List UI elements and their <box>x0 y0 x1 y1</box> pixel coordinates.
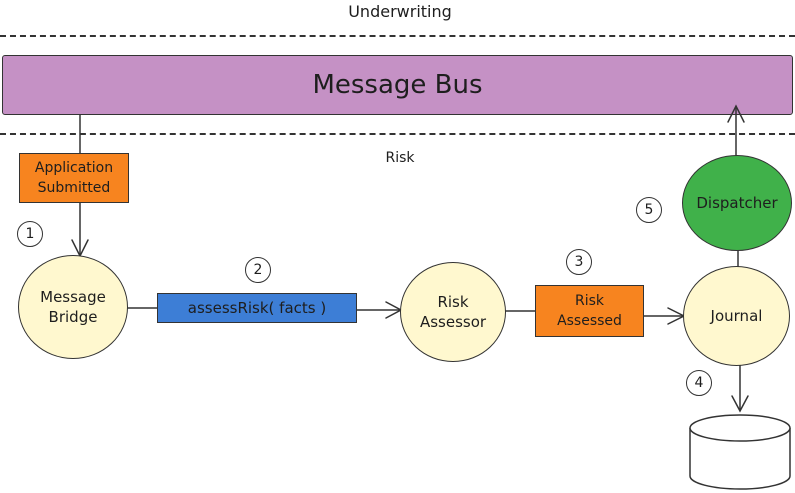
step-5-badge: 5 <box>636 197 662 223</box>
risk-zone-label: Risk <box>385 150 415 166</box>
step-1-badge: 1 <box>17 221 43 247</box>
step-2-badge: 2 <box>245 257 271 283</box>
lower-zone-boundary <box>0 133 795 135</box>
risk-assessor-node: Risk Assessor <box>400 262 506 362</box>
risk-assessed-event: Risk Assessed <box>535 285 644 337</box>
dispatcher-node: Dispatcher <box>682 155 792 251</box>
step-4-badge: 4 <box>686 370 712 396</box>
event-store-cylinder <box>689 414 791 490</box>
message-bridge-node: Message Bridge <box>18 255 128 359</box>
application-submitted-event: Application Submitted <box>19 153 129 203</box>
assess-risk-command: assessRisk( facts ) <box>157 293 357 323</box>
message-bus-label: Message Bus <box>312 70 483 100</box>
message-bus: Message Bus <box>2 55 793 115</box>
underwriting-zone-label: Underwriting <box>348 2 452 21</box>
dispatcher-to-bus-arrowhead <box>727 104 745 123</box>
step-3-badge: 3 <box>566 249 592 275</box>
journal-to-store-arrowhead <box>731 395 749 413</box>
upper-zone-boundary <box>0 35 795 37</box>
journal-node: Journal <box>683 266 790 366</box>
